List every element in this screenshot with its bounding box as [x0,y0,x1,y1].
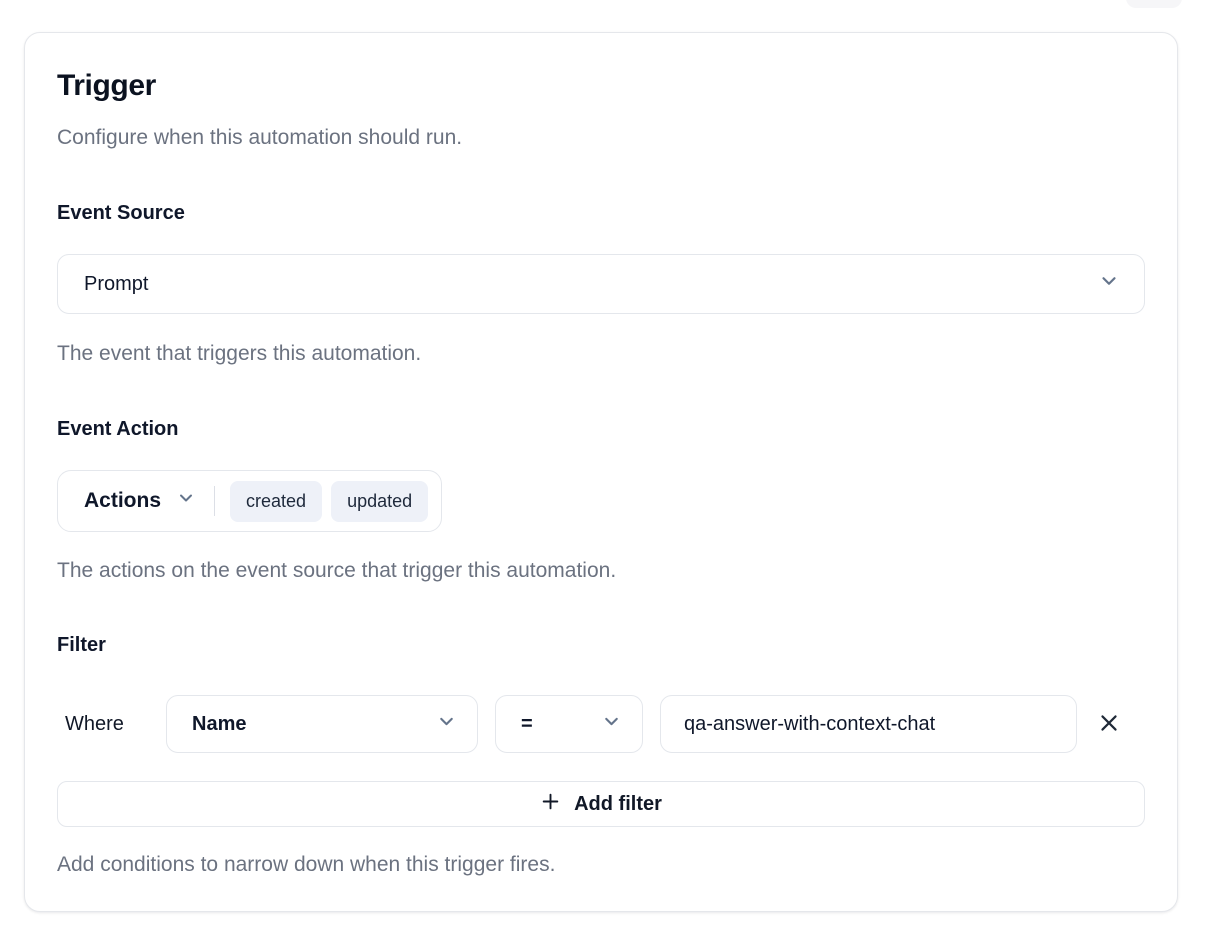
filter-help: Add conditions to narrow down when this … [57,853,556,876]
filter-label: Filter [57,634,106,656]
action-chip-updated[interactable]: updated [331,480,429,522]
remove-filter-button[interactable] [1089,704,1129,744]
cutoff-element [1126,0,1182,8]
filter-value-input[interactable] [660,695,1077,753]
filter-condition-row: Where Name = [57,695,1145,753]
plus-icon [540,791,561,818]
filter-field-select[interactable]: Name [166,695,478,753]
chevron-down-icon [601,711,622,738]
add-filter-button[interactable]: Add filter [57,781,1145,827]
filter-operator-value: = [521,712,533,735]
filter-field-value: Name [192,712,247,735]
event-action-dropdown[interactable]: Actions [84,488,196,514]
where-label: Where [65,712,124,735]
event-action-control: Actions created updated [57,470,443,532]
event-action-label: Event Action [57,418,179,440]
page-title: Trigger [57,69,156,102]
event-action-help: The actions on the event source that tri… [57,559,617,582]
close-icon [1097,711,1121,738]
event-action-dropdown-label: Actions [84,489,162,512]
chevron-down-icon [176,488,196,514]
chevron-down-icon [1098,270,1120,298]
divider [214,486,216,516]
event-source-help: The event that triggers this automation. [57,342,422,365]
trigger-card: Trigger Configure when this automation s… [24,32,1178,912]
add-filter-label: Add filter [574,792,662,815]
filter-operator-select[interactable]: = [495,695,643,753]
event-source-value: Prompt [84,272,149,295]
action-chip-created[interactable]: created [230,480,323,522]
card-subtitle: Configure when this automation should ru… [57,126,463,149]
event-source-select[interactable]: Prompt [57,254,1145,314]
event-source-label: Event Source [57,202,185,224]
chevron-down-icon [436,711,457,738]
